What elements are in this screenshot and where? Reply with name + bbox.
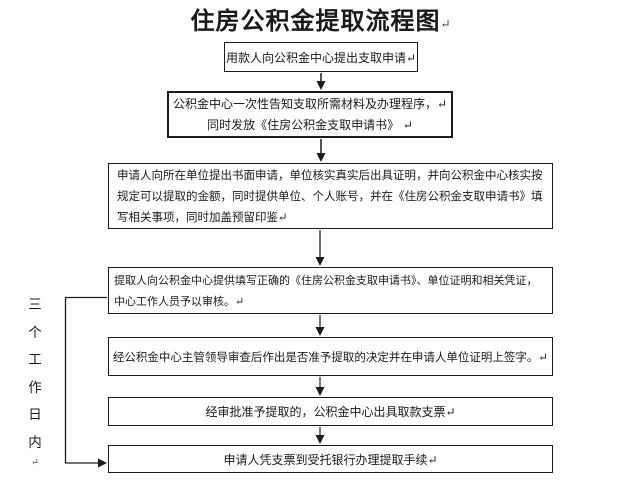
flow-step-2-text-line-1: 公积金中心一次性告知支取所需材料及办理程序，↵: [172, 96, 448, 111]
paragraph-mark-icon: ↵: [31, 458, 39, 468]
flow-step-7-bank-withdrawal: 申请人凭支票到受托银行办理提取手续↵: [108, 445, 553, 473]
side-label-char-4: 作: [28, 379, 42, 396]
flow-step-5-text: 经公积金中心主管领导审查后作出是否准予提取的决定并在申请人单位证明上签字。↵: [112, 349, 549, 364]
flow-step-3-unit-written-application: 申请人向所在单位提出书面申请，单位核实真实后出具证明，并向公积金中心核实按 规定…: [108, 163, 553, 229]
flow-step-4-text-line-2: 中心工作人员予以审核。↵: [114, 294, 245, 308]
arrow-right-icon: [98, 458, 107, 468]
flow-step-2-text-line-2: 同时发放《住房公积金支取申请书》 ↵: [207, 117, 413, 132]
flow-step-1-submit-application: 用款人向公积金中心提出支取申请↵: [224, 42, 418, 72]
side-label-char-2: 个: [28, 324, 42, 341]
flow-step-2-center-notification: 公积金中心一次性告知支取所需材料及办理程序，↵ 同时发放《住房公积金支取申请书》…: [167, 91, 453, 138]
flow-arrow-5-icon: [315, 377, 325, 396]
flow-step-4-text-line-1: 提取人向公积金中心提供填写正确的《住房公积金支取申请书》、单位证明和相关凭证，: [114, 273, 538, 287]
flow-step-7-text: 申请人凭支票到受托银行办理提取手续↵: [223, 452, 438, 467]
flow-arrow-2-icon: [316, 139, 326, 162]
flow-step-3-text-line-1: 申请人向所在单位提出书面申请，单位核实真实后出具证明，并向公积金中心核实按: [117, 167, 543, 182]
flow-step-4-center-review: 提取人向公积金中心提供填写正确的《住房公积金支取申请书》、单位证明和相关凭证， …: [108, 267, 553, 314]
page-title: 住房公积金提取流程图↵: [0, 6, 641, 39]
flow-arrow-6-icon: [315, 427, 325, 444]
flow-step-1-text: 用款人向公积金中心提出支取申请↵: [225, 50, 417, 65]
flow-arrow-3-icon: [315, 230, 325, 266]
side-label-three-working-days: 三 个 工 作 日 内 ↵: [25, 292, 45, 469]
flow-step-3-text-line-3: 写相关事项，同时加盖预留印鉴↵: [117, 209, 288, 224]
flow-step-6-issue-cheque: 经审批准予提取的，公积金中心出具取款支票↵: [108, 397, 553, 426]
flow-step-3-text-line-2: 规定可以提取的金额，同时提供单位、个人账号，并在《住房公积金支取申请书》填: [117, 188, 543, 203]
side-label-char-6: 内: [28, 434, 42, 451]
three-working-days-bracket: [64, 296, 107, 468]
side-label-char-5: 日: [28, 407, 42, 423]
flow-step-6-text: 经审批准予提取的，公积金中心出具取款支票↵: [205, 405, 456, 419]
page-title-text: 住房公积金提取流程图: [190, 6, 441, 35]
paragraph-mark-icon: ↵: [440, 17, 451, 31]
flow-arrow-1-icon: [316, 73, 326, 90]
side-label-char-1: 三: [28, 297, 42, 313]
side-label-char-3: 工: [28, 352, 42, 368]
flow-arrow-4-icon: [315, 315, 325, 336]
flow-step-5-leader-approval: 经公积金中心主管领导审查后作出是否准予提取的决定并在申请人单位证明上签字。↵: [108, 337, 553, 376]
